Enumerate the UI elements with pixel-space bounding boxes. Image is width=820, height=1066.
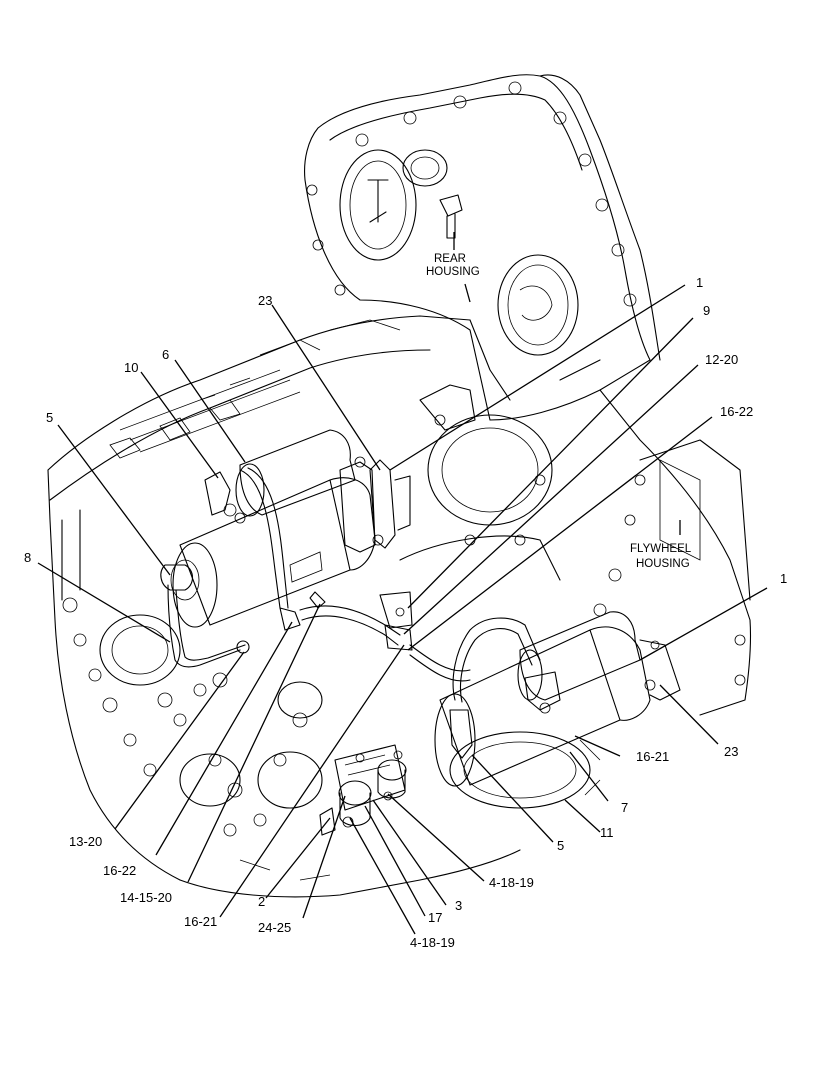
callout-2: 2: [258, 894, 265, 909]
callout-23-right: 23: [724, 744, 738, 759]
callout-17: 17: [428, 910, 442, 925]
callout-3: 3: [455, 898, 462, 913]
callout-7: 7: [621, 800, 628, 815]
engine-block-illustration: [47, 315, 521, 898]
callout-23-top: 23: [258, 293, 272, 308]
callout-16-21-left: 16-21: [184, 914, 217, 929]
magnetic-switch-assembly: [319, 744, 407, 836]
rear-housing-note-line2: HOUSING: [426, 266, 480, 278]
callout-8: 8: [24, 550, 31, 565]
callout-16-22-right: 16-22: [720, 404, 753, 419]
callout-24-25: 24-25: [258, 920, 291, 935]
callout-16-21-right: 16-21: [636, 749, 669, 764]
callout-9: 9: [703, 303, 710, 318]
callout-1-right: 1: [780, 571, 787, 586]
callout-11: 11: [600, 825, 614, 840]
flywheel-housing-note-line2: HOUSING: [636, 558, 690, 570]
flywheel-housing-illustration: [593, 389, 752, 716]
starter-motor-lower: [434, 611, 681, 809]
flywheel-housing-note-line1: FLYWHEEL: [630, 543, 692, 555]
starter-motor-upper: [160, 429, 411, 628]
cylinder-block-illustration: [399, 319, 601, 581]
callout-leader-lines: [37, 284, 768, 935]
callout-4-18-19-bottom: 4-18-19: [410, 935, 455, 950]
callout-14-15-20: 14-15-20: [120, 890, 172, 905]
rear-housing-note-line1: REAR: [434, 253, 466, 265]
callout-4-18-19-right: 4-18-19: [489, 875, 534, 890]
rear-housing-illustration: [304, 74, 661, 421]
callout-5-bottom: 5: [557, 838, 564, 853]
callout-1-top: 1: [696, 275, 703, 290]
callout-12-20: 12-20: [705, 352, 738, 367]
callout-6: 6: [162, 347, 169, 362]
callout-10: 10: [124, 360, 138, 375]
callout-5-left: 5: [46, 410, 53, 425]
starter-cable-upper: [167, 467, 471, 682]
callout-13-20: 13-20: [69, 834, 102, 849]
callout-16-22-left: 16-22: [103, 863, 136, 878]
